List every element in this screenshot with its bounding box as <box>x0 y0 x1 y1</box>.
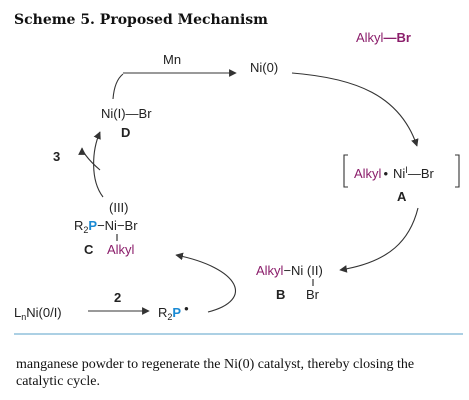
c-alkyl: Alkyl <box>107 242 135 257</box>
intermediate-d: Ni(I)—Br <box>101 106 152 121</box>
d-to-mn-arc <box>112 73 124 100</box>
a-to-b-arrow <box>339 207 419 273</box>
scheme-title: Scheme 5. Proposed Mechanism <box>14 12 268 28</box>
step-2-label: 2 <box>114 290 121 305</box>
label-a: A <box>397 189 407 204</box>
c-to-d-arrow <box>93 131 104 198</box>
label-b: B <box>276 287 285 302</box>
intermediate-b: Alkyl−Ni (II) <box>256 263 323 278</box>
ni0-label: Ni(0) <box>250 60 278 75</box>
alkyl-bromide-label: Alkyl—Br <box>356 30 411 45</box>
ni0-to-a-arrow <box>291 72 419 147</box>
bracket-left <box>343 154 348 188</box>
to-product-3-arrow <box>78 147 101 171</box>
bracket-right <box>455 154 460 188</box>
caption-text: manganese powder to regenerate the Ni(0)… <box>16 357 415 389</box>
product-3-label: 3 <box>53 149 60 164</box>
intermediate-a: Alkyl•NiI—Br <box>354 165 434 181</box>
intermediate-c: R2P−Ni−Br <box>74 218 138 235</box>
ln-ni-label: LnNi(0/I) <box>14 305 62 322</box>
mn-label: Mn <box>163 52 181 67</box>
label-d: D <box>121 125 130 140</box>
label-c: C <box>84 242 94 257</box>
phosphinyl-radical: R2P• <box>158 301 189 322</box>
b-bromide: Br <box>306 287 320 302</box>
to-c-arrow <box>175 252 237 313</box>
c-oxidation-state: (III) <box>109 200 129 215</box>
